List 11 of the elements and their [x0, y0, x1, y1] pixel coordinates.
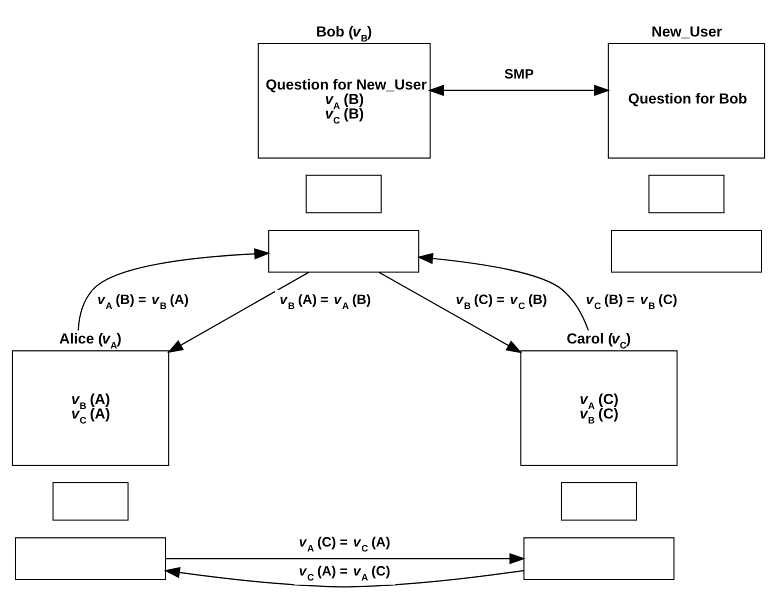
- edge-label: v$_{B}$ (C) = v$_{C}$ (B): [456, 292, 547, 311]
- node-label: Alice (v$_{A}$): [59, 332, 122, 351]
- edge-label: SMP: [504, 66, 534, 82]
- node-label: Carol (v$_{C}$): [566, 332, 631, 351]
- edge-label: v$_{C}$ (A) = v$_{A}$ (C): [298, 564, 390, 583]
- edge-label: v$_{A}$ (C) = v$_{C}$ (A): [298, 534, 390, 554]
- node-label: New_User: [652, 24, 722, 40]
- edge-label: v$_{C}$ (B) = v$_{B}$ (C): [586, 292, 678, 311]
- edge-label: v$_{A}$ (B) = v$_{B}$ (A): [97, 292, 189, 311]
- edge-label: v$_{B}$ (A) = v$_{A}$ (B): [280, 292, 371, 311]
- node-label: Bob (v$_{B}$): [316, 24, 372, 44]
